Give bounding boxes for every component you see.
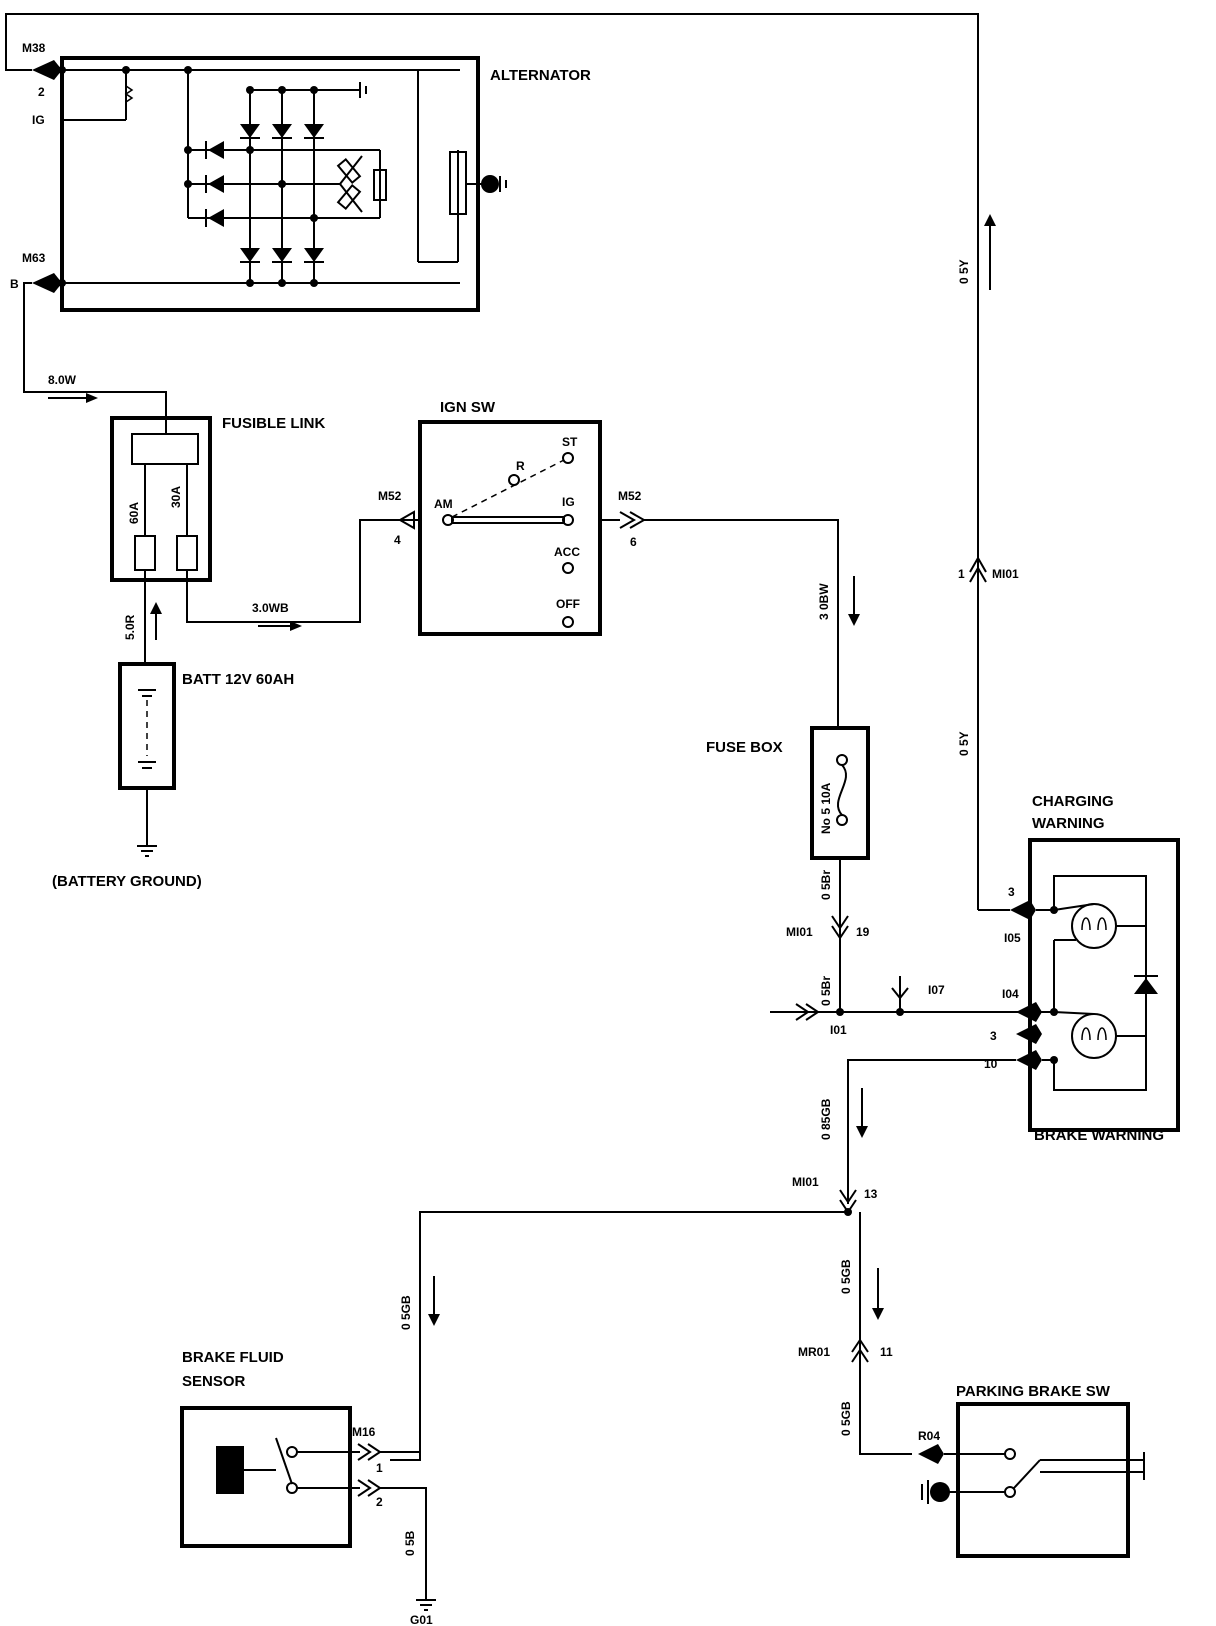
fuse-box: FUSE BOX No 5 10A	[706, 726, 870, 860]
wire-label-3wb: 3.0WB	[252, 601, 289, 615]
mi01-top-pin: 1	[958, 567, 965, 581]
wire-label-05br-2: 0 5Br	[819, 976, 833, 1006]
m16-label: M16	[352, 1425, 376, 1439]
battery: BATT 12V 60AH	[118, 662, 294, 790]
ign-pos-am: AM	[434, 497, 453, 511]
wire-label-085gb: 0 85GB	[819, 1098, 833, 1140]
brake-fluid-sensor: BRAKE FLUID SENSOR	[180, 1349, 360, 1548]
ign-sw-label: IGN SW	[440, 399, 496, 416]
wire-label-3bw: 3 0BW	[817, 583, 831, 620]
wire-label-05gb-right: 0 5GB	[839, 1259, 853, 1294]
brake-fluid-sensor-label-1: BRAKE FLUID	[182, 1349, 284, 1366]
mi01-low-label: MI01	[792, 1175, 819, 1189]
m52-left-pin: 4	[394, 533, 401, 547]
wire-label-5r: 5.0R	[123, 614, 137, 640]
alternator: ALTERNATOR	[58, 56, 591, 312]
ground-g01-label: G01	[410, 1613, 433, 1626]
cw-pin-3: 3	[1008, 885, 1015, 899]
ign-pos-acc: ACC	[554, 545, 580, 559]
mi01-low-pin: 13	[864, 1187, 878, 1201]
i04-label: I04	[1002, 987, 1019, 1001]
ig-terminal-label: IG	[32, 113, 45, 127]
fusible-link: 60A 30A FUSIBLE LINK	[110, 415, 325, 582]
fusible-link-label: FUSIBLE LINK	[222, 415, 325, 432]
m52-right-label: M52	[618, 489, 642, 503]
r04-label: R04	[918, 1429, 940, 1443]
i07-label: I07	[928, 983, 945, 997]
connector-m63: M63 B	[10, 251, 62, 293]
wire-m38-to-mi01	[5, 13, 979, 560]
parking-brake-switch: PARKING BRAKE SW R04	[918, 1383, 1145, 1558]
mi01-mid-label: MI01	[786, 925, 813, 939]
wire-label-05br-1: 0 5Br	[819, 870, 833, 900]
m16-pin-2: 2	[376, 1495, 383, 1509]
wire-label-8w: 8.0W	[48, 373, 77, 387]
fuse-number: No 5 10A	[819, 782, 833, 834]
charging-warning-label-1: CHARGING	[1032, 793, 1114, 810]
mr01-label: MR01	[798, 1345, 830, 1359]
fuse-box-label: FUSE BOX	[706, 739, 783, 756]
wire-label-05gb-left: 0 5GB	[399, 1295, 413, 1330]
wire-fusible-to-ignsw	[186, 519, 420, 623]
warning-lamp-cluster: CHARGING WARNING BRAKE WARNING 3 I05 I04…	[984, 793, 1180, 1144]
brake-fluid-sensor-label-2: SENSOR	[182, 1373, 246, 1390]
m52-right-pin: 6	[630, 535, 637, 549]
ign-pos-ig: IG	[562, 495, 575, 509]
wire-label-05b: 0 5B	[403, 1530, 417, 1556]
wire-to-parking-brake	[859, 1212, 912, 1455]
wire-bw-to-mi01-13	[847, 1059, 1016, 1204]
m38-pin: 2	[38, 85, 45, 99]
charging-warning-label-2: WARNING	[1032, 815, 1105, 832]
battery-label: BATT 12V 60AH	[182, 671, 294, 688]
mi01-mid-pin: 19	[856, 925, 870, 939]
mi01-top-label: MI01	[992, 567, 1019, 581]
parking-brake-sw-label: PARKING BRAKE SW	[956, 1383, 1111, 1400]
m16-pin-1: 1	[376, 1461, 383, 1475]
i05-label: I05	[1004, 931, 1021, 945]
m63-pin: B	[10, 277, 19, 291]
wire-to-ground-g01	[380, 1487, 427, 1600]
connector-m38: M38 2 IG	[22, 41, 62, 127]
ign-pos-r: R	[516, 459, 525, 473]
wire-label-05y-mid: 0 5Y	[957, 731, 971, 756]
ign-pos-off: OFF	[556, 597, 580, 611]
i01-label: I01	[830, 1023, 847, 1037]
m52-left-label: M52	[378, 489, 402, 503]
fuse-30a: 30A	[169, 486, 183, 508]
ignition-switch: IGN SW AM R ST IG ACC OFF	[418, 399, 602, 636]
mr01-pin: 11	[880, 1345, 893, 1359]
alternator-label: ALTERNATOR	[490, 67, 591, 84]
wire-label-05y-top: 0 5Y	[957, 259, 971, 284]
wire-ignsw-to-fusebox	[644, 519, 839, 728]
wire-m63-to-fusible	[23, 282, 167, 434]
bw-pin-3: 3	[990, 1029, 997, 1043]
battery-ground-label: (BATTERY GROUND)	[52, 873, 202, 890]
wire-to-brake-fluid-sensor	[390, 1211, 848, 1461]
brake-warning-label: BRAKE WARNING	[1034, 1127, 1164, 1144]
wire-label-05gb-low: 0 5GB	[839, 1401, 853, 1436]
ign-pos-st: ST	[562, 435, 578, 449]
fuse-60a: 60A	[127, 502, 141, 524]
m38-label: M38	[22, 41, 46, 55]
m63-label: M63	[22, 251, 46, 265]
